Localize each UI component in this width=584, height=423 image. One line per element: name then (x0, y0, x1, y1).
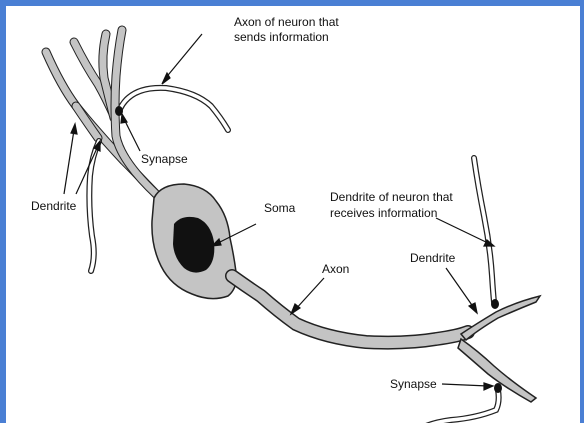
sender-axon (120, 88, 228, 130)
bottom-receiver (426, 390, 499, 423)
synapse-right-terminal (491, 299, 499, 309)
label-synapse-top: Synapse (141, 152, 188, 166)
arrow-axon-sender (164, 34, 202, 80)
synapse-bottom-terminal (494, 383, 502, 393)
axon-terminal-upper (461, 296, 540, 340)
label-dendrite-receiver-2: receives information (330, 206, 437, 220)
arrow-dendrite-left (64, 130, 74, 194)
label-dendrite-receiver-1: Dendrite of neuron that (330, 190, 453, 204)
receiver-dendrite (474, 158, 494, 302)
label-axon: Axon (322, 262, 349, 276)
arrow-synapse-bottom (442, 384, 488, 386)
label-axon-sender-1: Axon of neuron that (234, 15, 339, 29)
neuron-diagram: Axon of neuron that sends information Sy… (6, 6, 584, 423)
arrow-dendrite-right (446, 268, 474, 308)
main-axon (232, 276, 468, 343)
label-soma: Soma (264, 201, 296, 215)
label-axon-sender-2: sends information (234, 30, 329, 44)
main-neuron-dendrites (46, 30, 156, 194)
arrow-synapse-top (124, 119, 140, 151)
label-dendrite-right: Dendrite (410, 251, 456, 265)
label-dendrite-left: Dendrite (31, 199, 77, 213)
label-synapse-bottom: Synapse (390, 377, 437, 391)
arrow-dendrite-receiver (436, 218, 490, 244)
